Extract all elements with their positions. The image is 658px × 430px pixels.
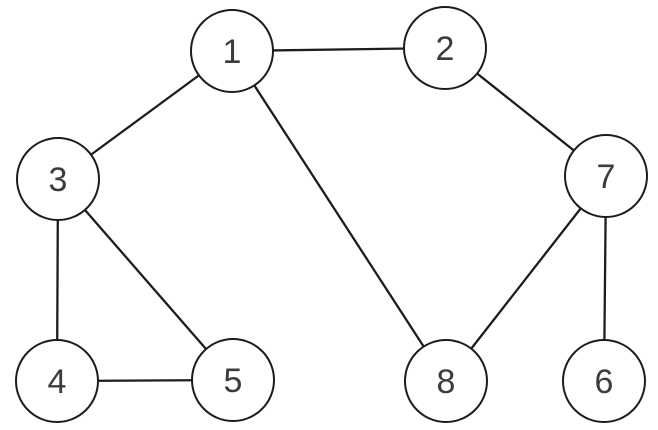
graph-node-circle-5 bbox=[191, 338, 275, 422]
graph-node-circle-4 bbox=[15, 339, 99, 423]
graph-node-label-2: 2 bbox=[436, 30, 455, 68]
graph-node-label-4: 4 bbox=[48, 363, 67, 401]
graph-node-4: 4 bbox=[15, 339, 99, 423]
graph-edge-7-8 bbox=[444, 174, 608, 383]
graph-node-8: 8 bbox=[404, 339, 488, 423]
graph-node-6: 6 bbox=[562, 339, 646, 423]
graph-node-circle-6 bbox=[562, 339, 646, 423]
graph-edge-1-8 bbox=[230, 49, 448, 383]
graph-node-circle-2 bbox=[403, 6, 487, 90]
graph-node-label-6: 6 bbox=[595, 363, 614, 401]
graph-node-circle-8 bbox=[404, 339, 488, 423]
graph-node-circle-3 bbox=[16, 137, 100, 221]
graph-node-circle-7 bbox=[564, 134, 648, 218]
graph-edge-3-5 bbox=[56, 177, 235, 382]
graph-node-label-8: 8 bbox=[437, 363, 456, 401]
graph-node-2: 2 bbox=[403, 6, 487, 90]
graph-node-label-3: 3 bbox=[49, 161, 68, 199]
graph-node-5: 5 bbox=[191, 338, 275, 422]
graph-node-7: 7 bbox=[564, 134, 648, 218]
graph-node-label-5: 5 bbox=[224, 362, 243, 400]
graph-node-circle-1 bbox=[190, 9, 274, 93]
graph-node-label-7: 7 bbox=[597, 158, 616, 196]
graph-node-3: 3 bbox=[16, 137, 100, 221]
graph-node-1: 1 bbox=[190, 9, 274, 93]
graph-node-label-1: 1 bbox=[223, 33, 242, 71]
